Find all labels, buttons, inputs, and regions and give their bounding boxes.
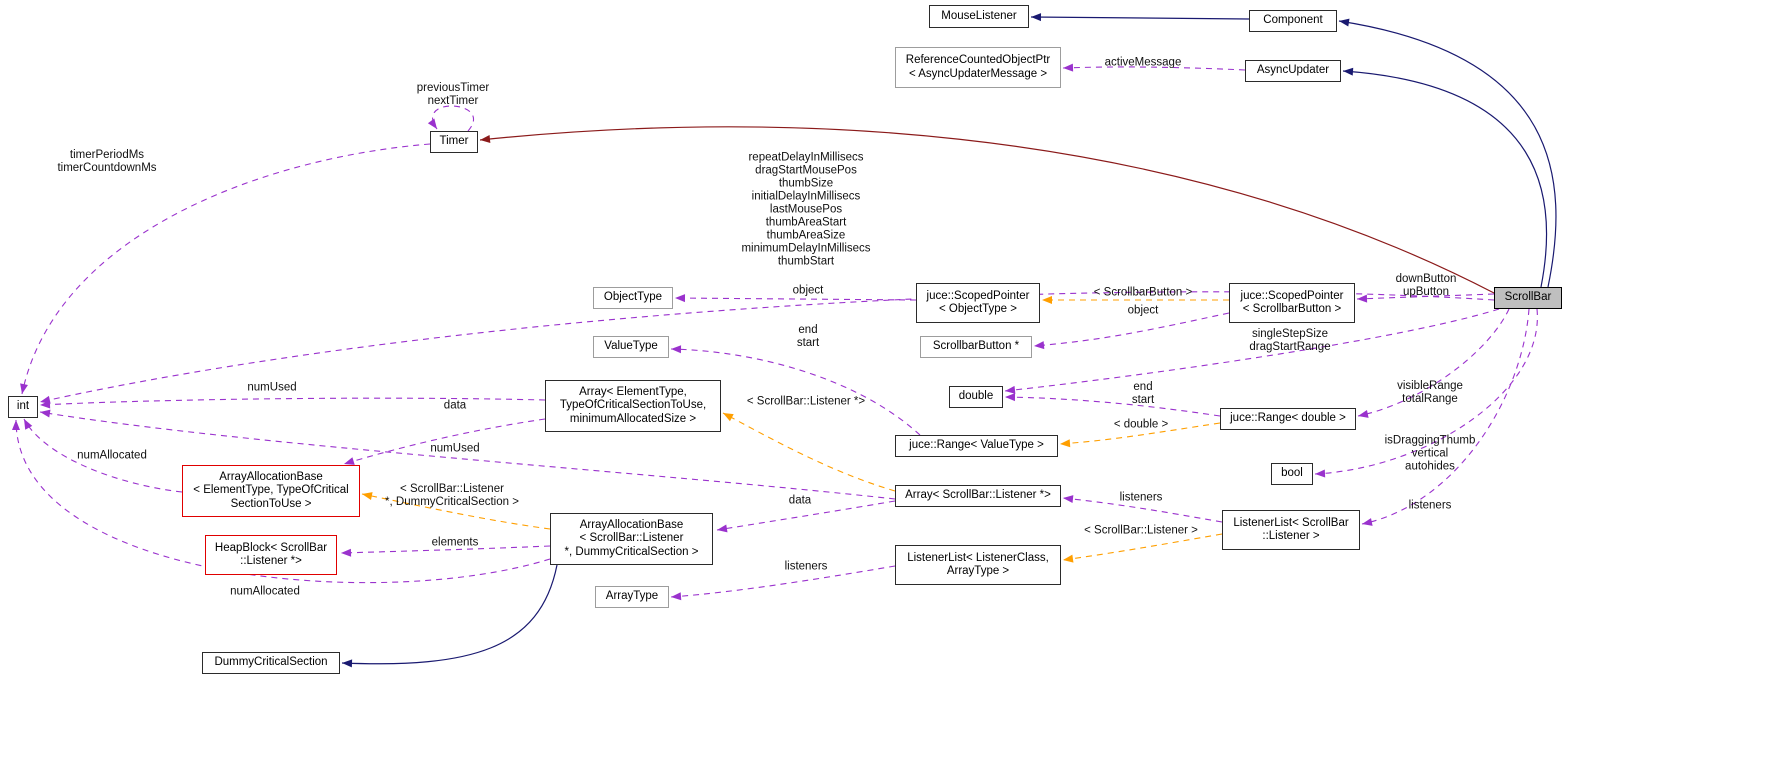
edge-label-num-allocated-2: numAllocated — [230, 585, 300, 598]
node-array-allocation-base[interactable]: ArrayAllocationBase < ElementType, TypeO… — [182, 465, 360, 517]
edge-label-num-used-1: numUsed — [247, 381, 297, 394]
edge-label-down-up-button: downButton upButton — [1395, 273, 1457, 298]
node-timer[interactable]: Timer — [430, 131, 478, 153]
node-component[interactable]: Component — [1249, 10, 1337, 32]
node-reference-counted-object-ptr: ReferenceCountedObjectPtr < AsyncUpdater… — [895, 47, 1061, 88]
edge-aablistener-heapblock — [340, 545, 551, 557]
edge-scopedptr-objecttype — [674, 294, 917, 303]
edge-tmpl-array — [722, 412, 896, 492]
edge-scopedptr-scrollbarbuttonptr — [1033, 312, 1230, 350]
edge-label-tmpl-double: < double > — [1113, 418, 1169, 431]
node-int[interactable]: int — [8, 396, 38, 418]
edge-arrayelementtype-int — [39, 397, 546, 409]
edge-label-single-step: singleStepSize dragStartRange — [1249, 328, 1331, 353]
node-heap-block[interactable]: HeapBlock< ScrollBar ::Listener *> — [205, 535, 337, 575]
edge-timer-self-loop — [427, 105, 475, 132]
edge-component-mouselistener — [1030, 13, 1250, 22]
edge-tmpl-aab — [361, 492, 551, 530]
node-listener-list-generic[interactable]: ListenerList< ListenerClass, ArrayType > — [895, 545, 1061, 585]
edge-label-timer-period: timerPeriodMs timerCountdownMs — [57, 149, 157, 174]
edge-arrayelementtype-aab — [343, 418, 546, 465]
node-scoped-pointer-object-type[interactable]: juce::ScopedPointer < ObjectType > — [916, 283, 1040, 323]
node-range-double[interactable]: juce::Range< double > — [1220, 408, 1356, 430]
edge-label-dragging-vertical-autohides: isDraggingThumb vertical autohides — [1384, 434, 1476, 473]
edge-listenerlistgeneric-arraytype — [670, 565, 896, 601]
edge-label-scrollbar-int-members: repeatDelayInMillisecs dragStartMousePos… — [741, 151, 871, 268]
edge-label-num-allocated-1: numAllocated — [77, 449, 147, 462]
edge-scrollbar-component — [1338, 18, 1557, 288]
edge-listenerlist-arraylistener — [1062, 495, 1223, 523]
edge-aab-listener-dummycriticalsection — [341, 564, 558, 668]
edge-scrollbar-scopedptr-scrollbarbutton — [1356, 293, 1495, 303]
edge-label-visible-total-range: visibleRange totalRange — [1397, 380, 1463, 405]
edge-timer-int — [20, 143, 431, 395]
edge-label-tmpl-listener-dcs: < ScrollBar::Listener *, DummyCriticalSe… — [385, 483, 519, 508]
edge-scrollbar-timer — [479, 126, 1495, 294]
node-array-scrollbar-listener[interactable]: Array< ScrollBar::Listener *> — [895, 485, 1061, 507]
edge-label-listeners-2: listeners — [784, 560, 828, 573]
node-mouse-listener[interactable]: MouseListener — [929, 5, 1029, 28]
edge-arraylistener-aablistener — [716, 500, 896, 533]
edge-label-tmpl-scrollbar-listener: < ScrollBar::Listener > — [1084, 524, 1198, 537]
edge-scrollbar-bool — [1314, 308, 1538, 478]
node-async-updater[interactable]: AsyncUpdater — [1245, 60, 1341, 82]
node-array-element-type[interactable]: Array< ElementType, TypeOfCriticalSectio… — [545, 380, 721, 432]
edge-asyncupdater-refcountedptr — [1062, 63, 1246, 72]
node-listener-list-scrollbar[interactable]: ListenerList< ScrollBar ::Listener > — [1222, 510, 1360, 550]
node-dummy-critical-section[interactable]: DummyCriticalSection — [202, 652, 340, 674]
node-bool[interactable]: bool — [1271, 463, 1313, 485]
edge-arraylistener-int — [39, 409, 896, 500]
node-scoped-pointer-scrollbar-button[interactable]: juce::ScopedPointer < ScrollbarButton > — [1229, 283, 1355, 323]
edge-label-data-1: data — [443, 399, 467, 412]
edge-label-active-message: activeMessage — [1104, 56, 1182, 69]
edge-label-listeners-1: listeners — [1119, 491, 1163, 504]
edge-tmpl-range — [1059, 422, 1221, 448]
node-object-type: ObjectType — [593, 287, 673, 309]
edge-label-object-1: object — [792, 284, 824, 297]
edge-label-end-start-1: end start — [796, 324, 820, 349]
node-range-value-type[interactable]: juce::Range< ValueType > — [895, 435, 1058, 457]
edge-rangevaluetype-valuetype — [670, 345, 921, 436]
edge-label-data-2: data — [788, 494, 812, 507]
edge-label-elements: elements — [431, 536, 479, 549]
node-scrollbar-button-ptr: ScrollbarButton * — [920, 336, 1032, 358]
edge-tmpl-listenerlist — [1062, 533, 1223, 563]
edge-label-tmpl-scrollbar-listener-ptr: < ScrollBar::Listener *> — [746, 395, 866, 408]
edge-scrollbar-asyncupdater — [1342, 67, 1548, 288]
node-array-type: ArrayType — [595, 586, 669, 608]
edge-label-end-start-2: end start — [1131, 381, 1155, 406]
edge-label-object-2: object — [1127, 304, 1159, 317]
node-double[interactable]: double — [949, 386, 1003, 408]
edge-label-num-used-2: numUsed — [430, 442, 480, 455]
edge-scrollbar-rangedouble — [1357, 308, 1510, 418]
edge-aab-int — [23, 418, 183, 493]
edge-label-tmpl-scrollbar-button: < ScrollbarButton > — [1093, 286, 1193, 299]
node-array-allocation-base-listener[interactable]: ArrayAllocationBase < ScrollBar::Listene… — [550, 513, 713, 565]
edge-label-listeners-3: listeners — [1408, 499, 1452, 512]
edge-label-previous-next-timer: previousTimer nextTimer — [416, 82, 490, 107]
node-value-type: ValueType — [593, 336, 669, 358]
node-scrollbar: ScrollBar — [1494, 287, 1562, 309]
edge-rangedouble-double — [1004, 393, 1221, 417]
edge-scrollbar-listenerlist — [1361, 308, 1530, 526]
edge-scrollbar-double — [1004, 308, 1500, 394]
